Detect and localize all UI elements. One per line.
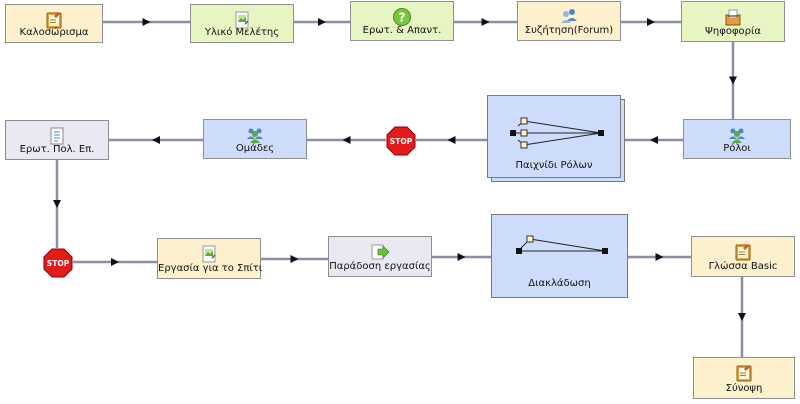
arrowhead: [647, 18, 655, 26]
node-label: Εργασία για το Σπίτι: [158, 263, 263, 274]
arrowhead: [111, 258, 119, 266]
notepad-icon: [736, 365, 752, 382]
arrowhead: [447, 136, 456, 144]
chat-people-icon: [561, 9, 577, 23]
node-label: Ερωτ. & Απαντ.: [362, 25, 442, 36]
ballot-box-icon: [725, 9, 741, 26]
node-study-material[interactable]: Υλικό Μελέτης: [190, 4, 294, 43]
svg-text:?: ?: [399, 11, 406, 25]
node-mcq[interactable]: Ερωτ. Πολ. Επ.: [5, 120, 109, 160]
node-label: Υλικό Μελέτης: [204, 27, 280, 38]
node-submission[interactable]: Παράδοση εργασίας: [328, 236, 432, 277]
node-voting[interactable]: Ψηφοφορία: [681, 1, 785, 42]
notepad-icon: [46, 12, 62, 29]
node-label: Καλοσώρισμα: [19, 27, 89, 38]
node-label: Διακλάδωση: [528, 278, 591, 289]
arrowhead: [53, 200, 61, 208]
arrowhead: [342, 136, 351, 144]
node-label: Παιχνίδι Ρόλων: [515, 160, 593, 171]
node-welcome[interactable]: Καλοσώρισμα: [5, 4, 103, 43]
node-groups[interactable]: Ομάδες: [203, 119, 307, 159]
submit-arrow-icon: [371, 244, 390, 260]
arrowhead: [650, 136, 658, 144]
group-people-icon: [729, 128, 745, 143]
arrowhead: [481, 18, 490, 26]
edges-layer: [53, 18, 746, 357]
stop-label: STOP: [390, 137, 413, 146]
arrowhead: [738, 313, 746, 321]
notepad-icon: [735, 244, 751, 261]
node-role-play[interactable]: Παιχνίδι Ρόλων: [487, 95, 621, 178]
checklist-icon: [50, 127, 64, 145]
arrowhead: [152, 136, 160, 144]
node-qa[interactable]: ? Ερωτ. & Απαντ.: [350, 1, 454, 41]
arrowhead: [655, 253, 664, 261]
question-icon: ?: [393, 8, 411, 26]
branch-three-icon: [510, 117, 604, 149]
node-label: Ερωτ. Πολ. Επ.: [19, 144, 95, 155]
node-label: Ρόλοι: [723, 143, 751, 154]
node-basic-lang[interactable]: Γλώσσα Basic: [691, 236, 795, 277]
stop-sign-icon[interactable]: STOP: [43, 248, 73, 278]
node-label: Συζήτηση(Forum): [524, 25, 614, 36]
node-label: Ομάδες: [235, 143, 275, 154]
node-branching[interactable]: Διακλάδωση: [491, 214, 628, 298]
node-label: Παράδοση εργασίας: [329, 261, 431, 272]
node-forum[interactable]: Συζήτηση(Forum): [517, 1, 621, 41]
stop-label: STOP: [47, 259, 70, 268]
node-homework[interactable]: Εργασία για το Σπίτι: [157, 238, 263, 279]
node-label: Σύνοψη: [725, 383, 763, 394]
stop-sign-icon[interactable]: STOP: [386, 126, 416, 156]
node-roles[interactable]: Ρόλοι: [683, 119, 791, 159]
arrowhead: [729, 76, 737, 85]
arrowhead: [318, 18, 326, 26]
node-label: Γλώσσα Basic: [708, 261, 778, 272]
branch-two-icon: [516, 235, 608, 254]
arrowhead: [142, 18, 151, 26]
node-label: Ψηφοφορία: [705, 26, 761, 37]
arrowhead: [290, 255, 299, 263]
picture-doc-icon: [235, 11, 249, 29]
picture-doc-icon: [202, 245, 216, 263]
node-summary[interactable]: Σύνοψη: [693, 357, 795, 399]
group-people-icon: [247, 128, 263, 143]
arrowhead: [457, 253, 466, 261]
